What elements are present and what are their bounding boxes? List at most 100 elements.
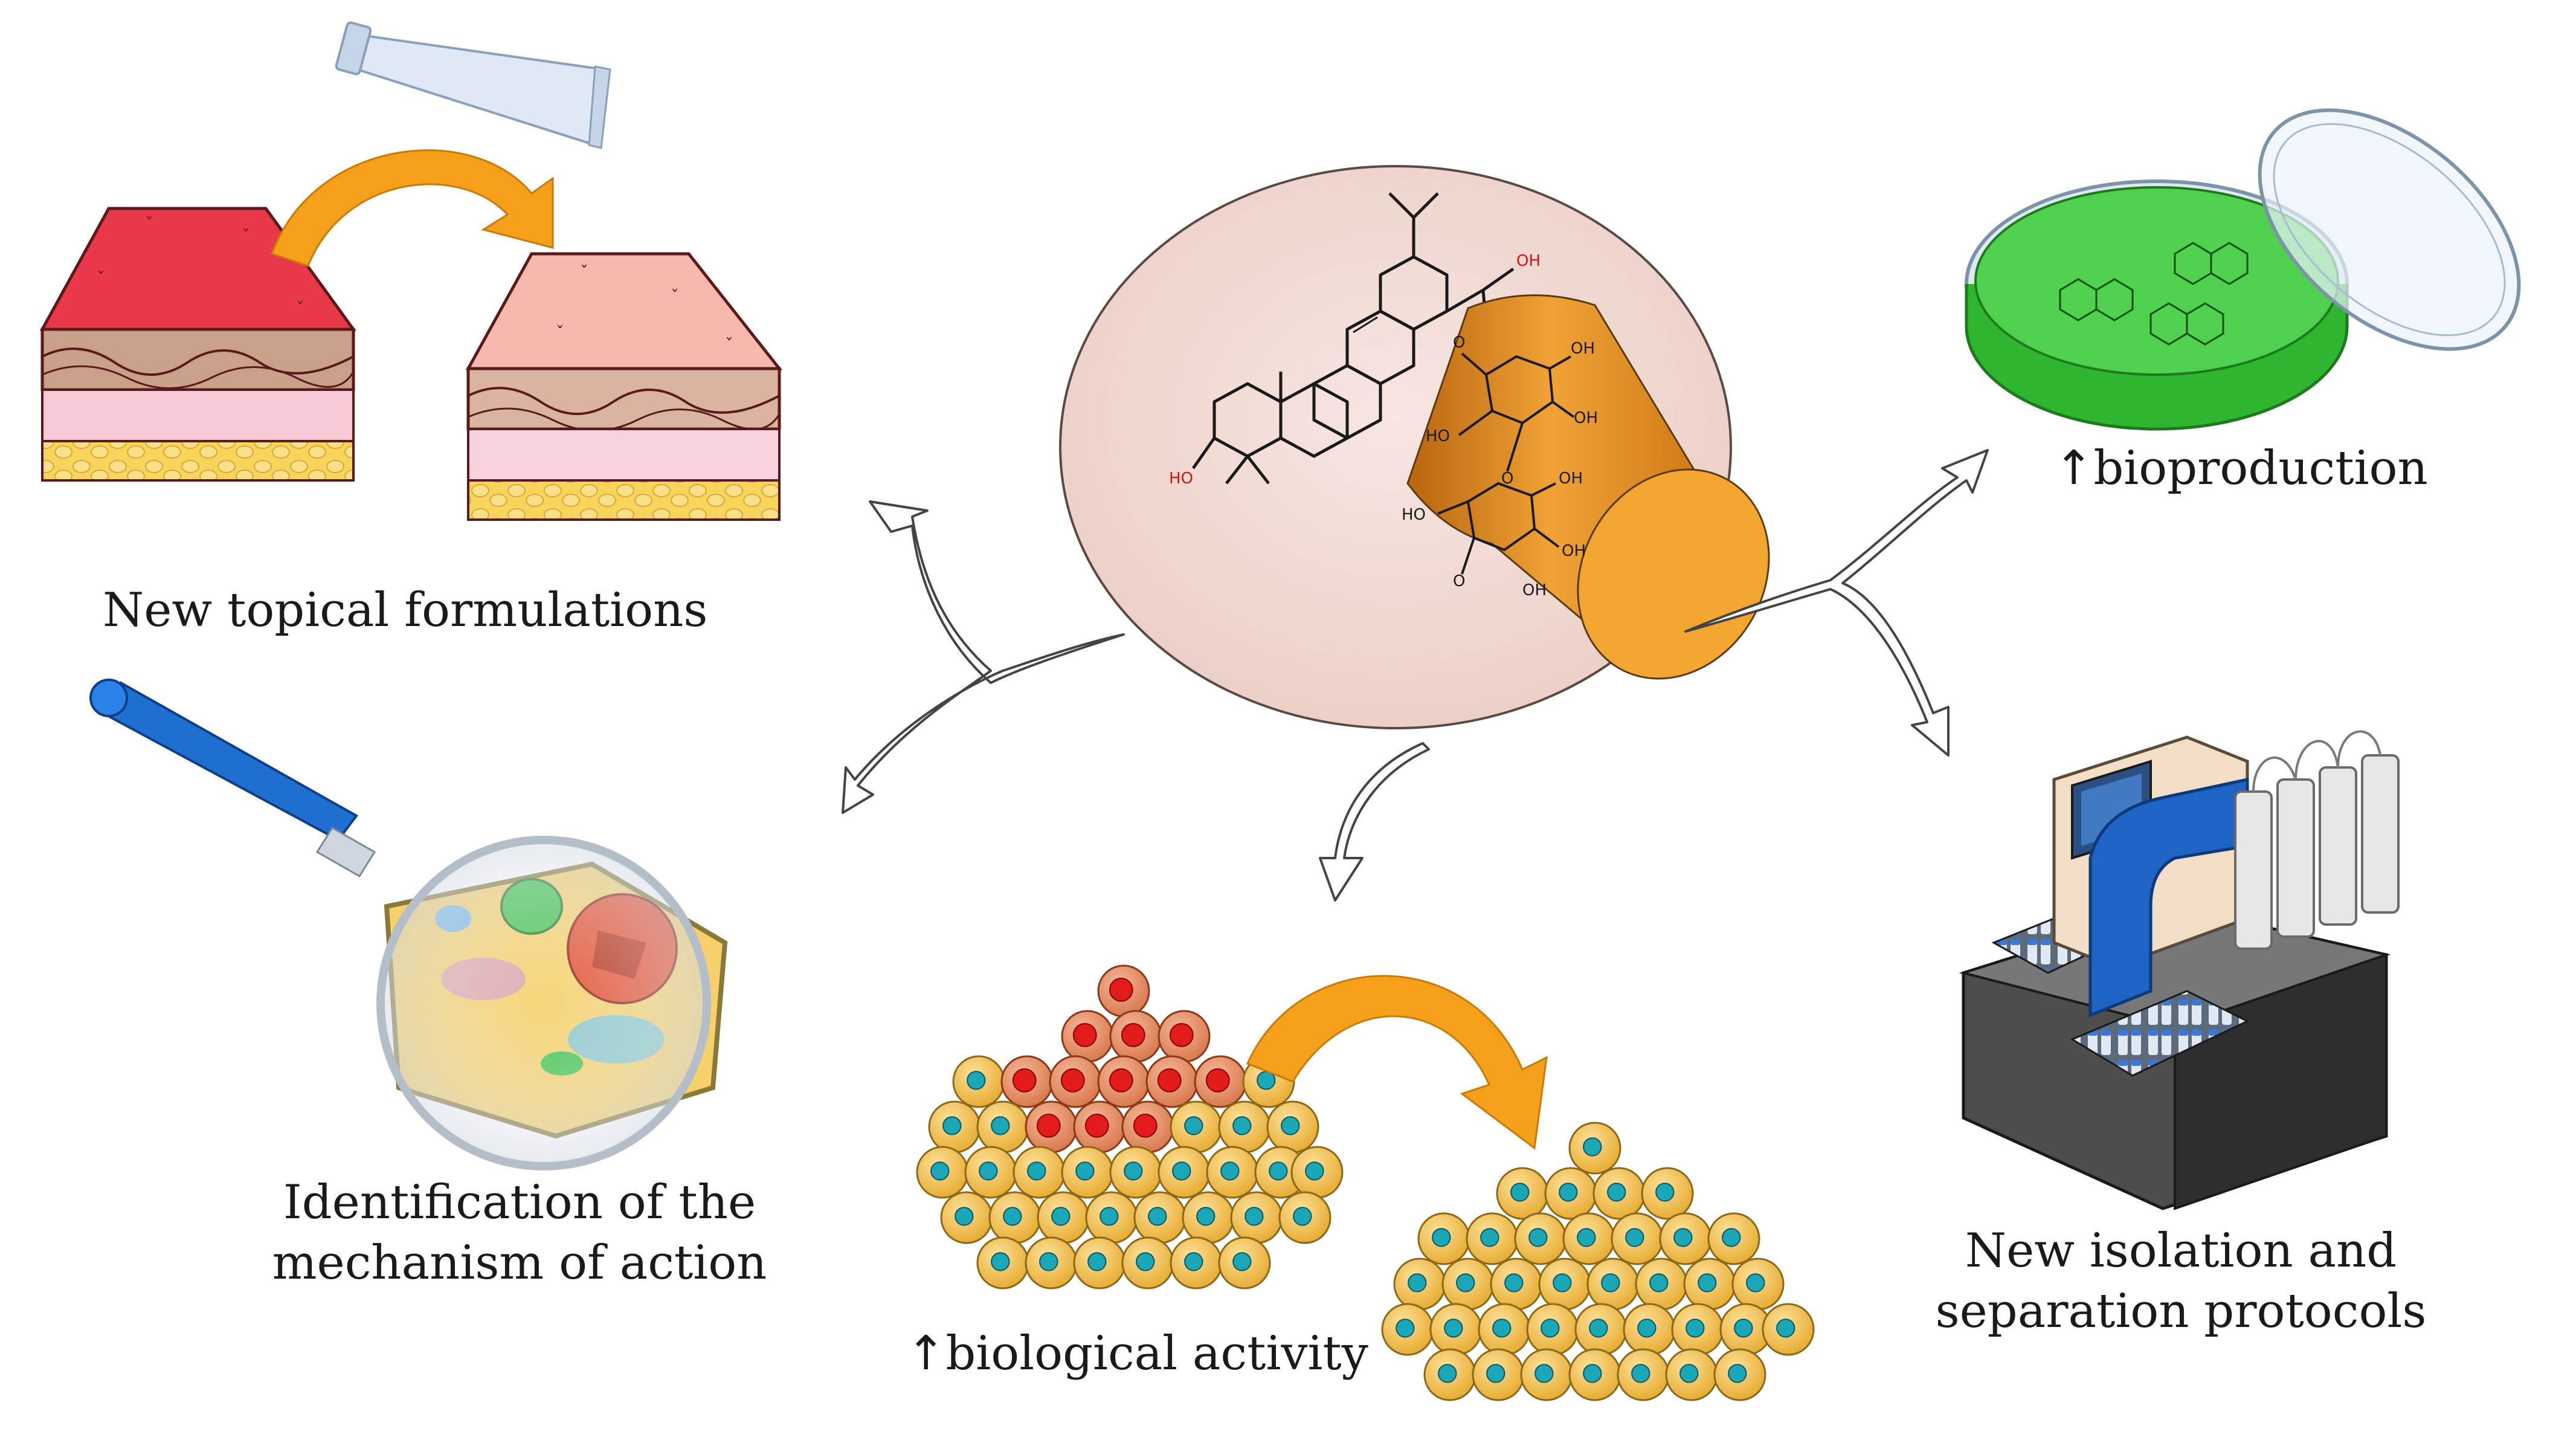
healthy-cell	[1496, 1167, 1549, 1220]
healthy-cell	[1568, 1122, 1621, 1175]
mechanism-panel	[89, 679, 728, 1170]
healthy-cell	[1641, 1167, 1694, 1220]
healthy-cell	[1218, 1236, 1271, 1290]
healthy-cell	[1707, 1212, 1760, 1265]
mol-label-oh-acid: OH	[1516, 252, 1541, 270]
healthy-cell	[1025, 1236, 1078, 1290]
healthy-cell	[1586, 1257, 1640, 1311]
svg-text:ˇ: ˇ	[580, 262, 588, 282]
arrow-down	[1319, 742, 1430, 902]
healthy-cell	[1230, 1191, 1283, 1244]
healthy-cell	[1417, 1212, 1470, 1265]
healthy-cell	[976, 1100, 1029, 1154]
healthy-cell	[1109, 1146, 1162, 1199]
caption-bioproduction: ↑bioproduction	[2054, 438, 2428, 499]
healthy-cell	[1574, 1303, 1628, 1356]
caption-topical-formulations: New topical formulations	[103, 583, 708, 638]
healthy-cell	[1170, 1236, 1223, 1290]
cancer-cell	[1109, 1010, 1162, 1063]
mol-label-oh-s1: OH	[1571, 340, 1595, 358]
healthy-cell	[1659, 1212, 1712, 1265]
mol-label-o3: O	[1453, 572, 1465, 590]
cancer-cell	[1025, 1100, 1078, 1154]
mol-label-ho-s2: HO	[1402, 506, 1426, 524]
caption-isolation-line1: New isolation and	[1965, 1224, 2397, 1278]
caption-biological-text: biological activity	[945, 1326, 1368, 1381]
orange-arrow-topical	[271, 149, 554, 267]
healthy-cell	[1441, 1257, 1495, 1311]
healthy-cell	[1381, 1303, 1434, 1356]
isolation-panel	[1959, 730, 2400, 1210]
healthy-cell	[1290, 1146, 1344, 1199]
healthy-cell	[1206, 1146, 1259, 1199]
healthy-cell	[1617, 1348, 1670, 1401]
healthy-cell	[1466, 1212, 1519, 1265]
healthy-cell	[916, 1146, 969, 1199]
cyclodextrin: O OH HO OH O OH HO OH O OH	[1402, 294, 1770, 680]
healthy-cell	[1762, 1303, 1815, 1356]
bioproduction-panel	[1965, 108, 2521, 431]
healthy-cell	[1073, 1236, 1126, 1290]
healthy-cell	[1170, 1100, 1223, 1154]
healthy-cell	[1254, 1146, 1307, 1199]
healthy-cell	[1671, 1303, 1724, 1356]
healthy-cell	[1731, 1257, 1785, 1311]
petri-dish-icon	[1965, 108, 2521, 431]
chromatography-instrument-icon	[1959, 730, 2400, 1210]
mol-label-oh-s2c: OH	[1522, 581, 1547, 599]
healthy-cell	[988, 1191, 1042, 1244]
healthy-cell	[1490, 1257, 1543, 1311]
healthy-cell	[1514, 1212, 1567, 1265]
caption-mechanism-line2: mechanism of action	[272, 1236, 767, 1290]
healthy-cell	[976, 1236, 1029, 1290]
svg-text:ˇ: ˇ	[671, 286, 679, 306]
up-arrow-icon: ↑	[906, 1326, 946, 1381]
svg-text:ˇ: ˇ	[296, 299, 304, 318]
up-arrow-icon: ↑	[2054, 441, 2094, 496]
healthy-cell	[1121, 1236, 1174, 1290]
cancer-cell	[1097, 964, 1150, 1018]
mol-label-oh-s2: OH	[1559, 470, 1583, 488]
mol-label-o1: O	[1453, 334, 1465, 352]
healthy-cell	[1158, 1146, 1211, 1199]
healthy-cell	[1713, 1348, 1766, 1401]
healthy-cell	[1635, 1257, 1688, 1311]
healthy-cell	[1218, 1100, 1271, 1154]
healthy-cell	[1013, 1146, 1066, 1199]
mol-label-o2: O	[1501, 470, 1513, 488]
healthy-cell	[1520, 1348, 1573, 1401]
healthy-cell	[1182, 1191, 1235, 1244]
healthy-cell	[1478, 1303, 1531, 1356]
healthy-cell	[1266, 1100, 1319, 1154]
caption-isolation-line2: separation protocols	[1935, 1284, 2427, 1338]
healthy-cell	[1133, 1191, 1187, 1244]
mol-label-oh-s2b: OH	[1562, 542, 1586, 560]
healthy-cell	[1592, 1167, 1646, 1220]
healthy-cell	[1393, 1257, 1446, 1311]
branch-arrows	[842, 449, 1989, 902]
healthy-cell	[1278, 1191, 1331, 1244]
cancer-cell	[1061, 1010, 1114, 1063]
caption-biological-activity: ↑biological activity	[906, 1323, 1368, 1384]
mol-label-ho-s1: HO	[1426, 427, 1450, 445]
healthy-cell	[1526, 1303, 1579, 1356]
cancer-cell	[1097, 1055, 1150, 1108]
cancer-cell	[1000, 1055, 1054, 1108]
healthy-cell	[1623, 1303, 1676, 1356]
arrow-left-fork	[842, 500, 1125, 814]
magnifier-icon	[89, 679, 376, 878]
cancer-cell	[1158, 1010, 1211, 1063]
healthy-cell	[1568, 1348, 1621, 1401]
biological-activity-panel	[916, 964, 1815, 1401]
mol-label-ho: HO	[1169, 470, 1193, 488]
cancer-cell	[1073, 1100, 1126, 1154]
healthy-cell	[952, 1055, 1005, 1108]
ointment-tube-icon	[335, 21, 611, 149]
svg-text:ˇ: ˇ	[97, 268, 105, 288]
healthy-cell	[1429, 1303, 1483, 1356]
svg-text:ˇ: ˇ	[145, 214, 153, 234]
healthy-cell	[1611, 1212, 1664, 1265]
